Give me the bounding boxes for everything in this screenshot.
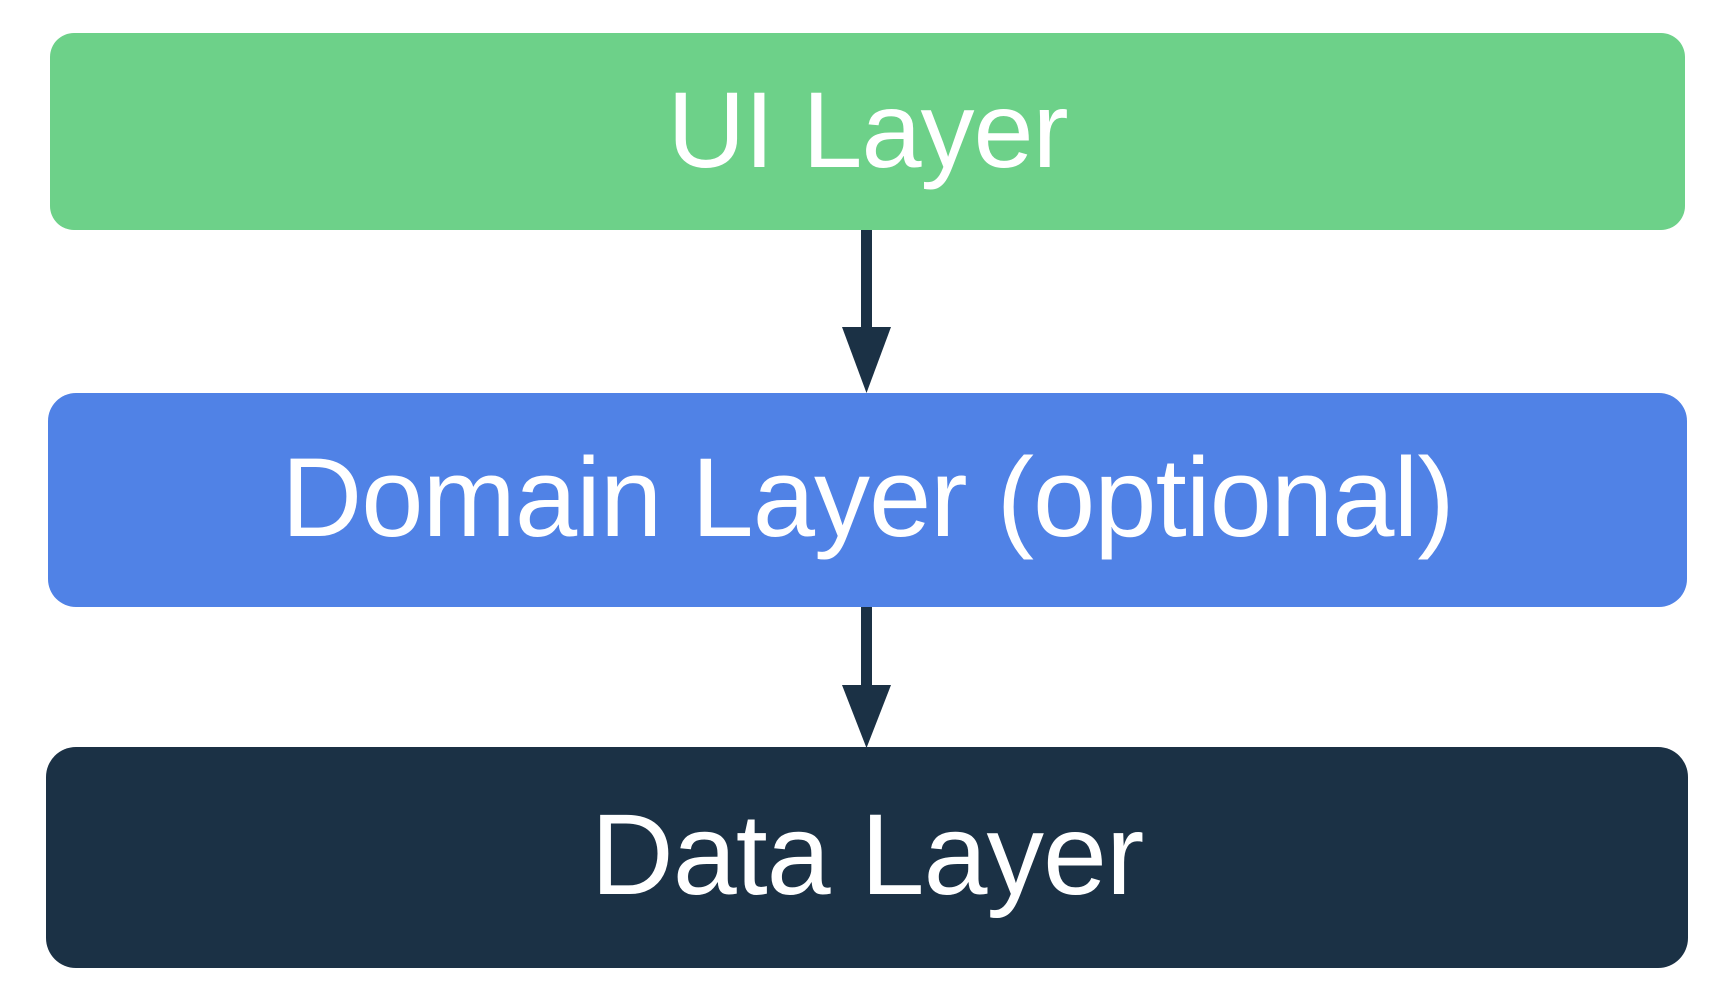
domain-layer-box[interactable]: Domain Layer (optional) [48, 393, 1687, 607]
ui-layer-box[interactable]: UI Layer [50, 33, 1685, 230]
domain-layer-label: Domain Layer (optional) [281, 435, 1454, 560]
data-layer-label: Data Layer [590, 791, 1145, 919]
data-layer-box[interactable]: Data Layer [46, 747, 1688, 968]
ui-layer-label: UI Layer [667, 68, 1068, 190]
